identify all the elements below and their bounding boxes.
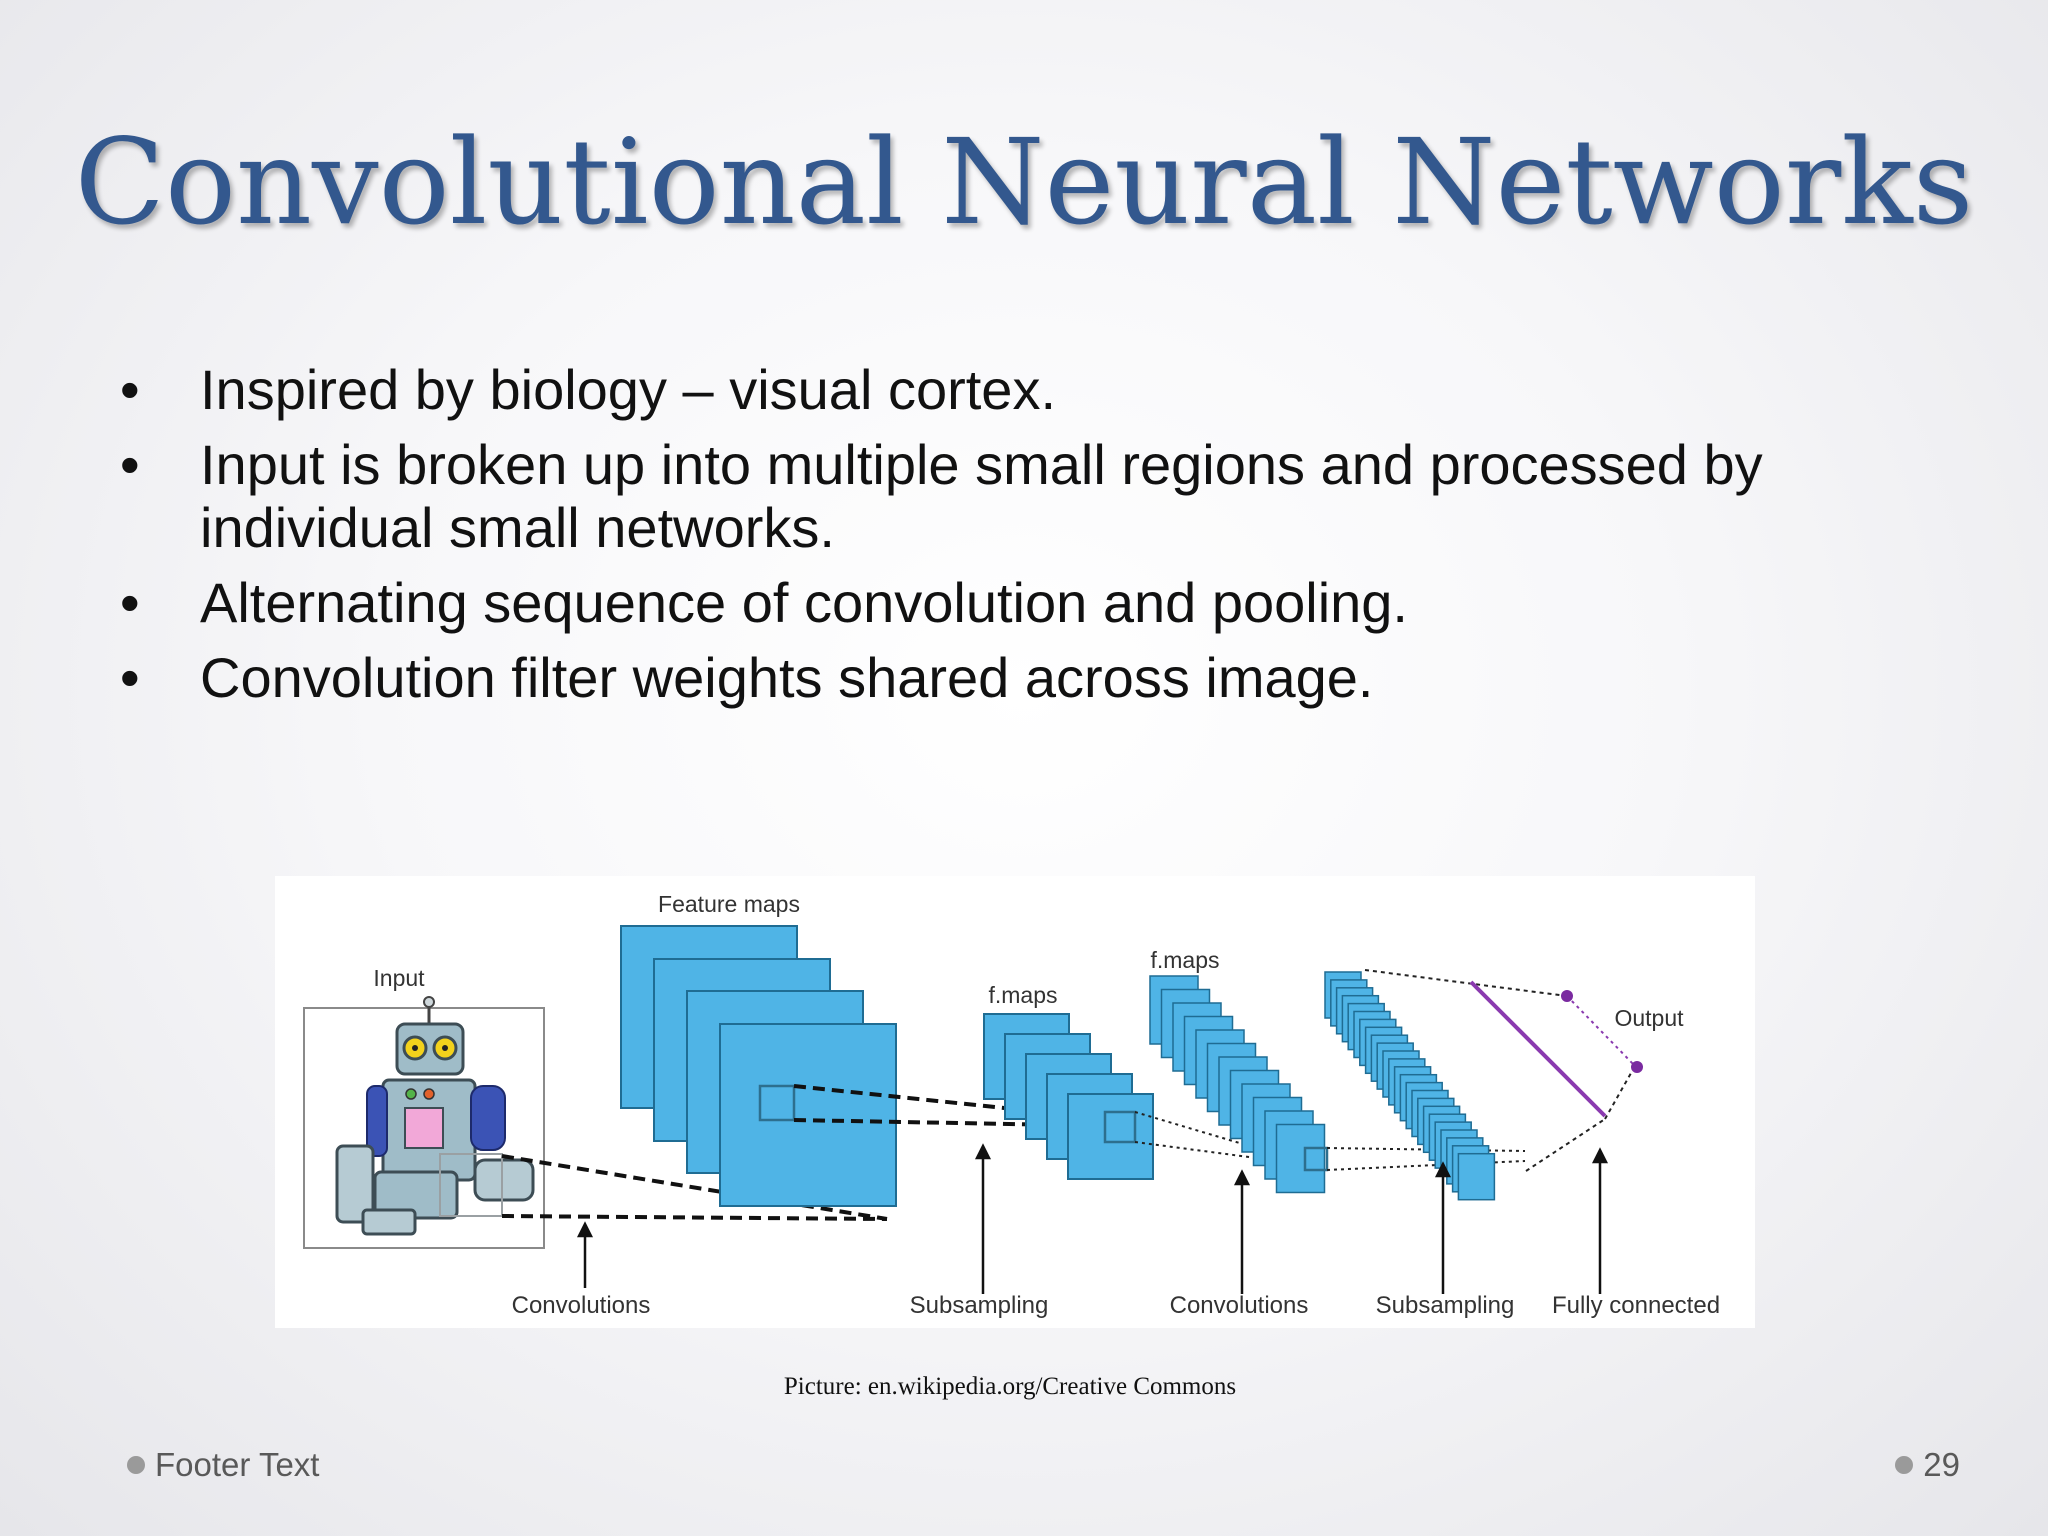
bullet-item: • Convolution filter weights shared acros… [120, 646, 1950, 709]
output-label: Output [1614, 1005, 1684, 1031]
bullet-dot: • [120, 571, 140, 634]
bullet-item: • Input is broken up into multiple small … [120, 433, 1950, 559]
feature-maps-stack [620, 925, 897, 1207]
bullet-text: Input is broken up into multiple small r… [200, 433, 1763, 559]
stage-arrows [576, 1143, 1609, 1294]
feature-maps-label: Feature maps [658, 891, 800, 917]
robot-icon [335, 996, 535, 1236]
bullet-item: • Alternating sequence of convolution and… [120, 571, 1950, 634]
footer-text: Footer Text [155, 1446, 320, 1483]
fully-connected-layer [1469, 980, 1607, 1118]
bullet-list: • Inspired by biology – visual cortex. • I… [120, 358, 1950, 721]
page-number: 29 [1895, 1446, 1960, 1484]
fmaps-label-2: f.maps [1150, 947, 1219, 973]
bullet-item: • Inspired by biology – visual cortex. [120, 358, 1950, 421]
stage-label: Convolutions [1170, 1292, 1309, 1319]
bullet-text: Inspired by biology – visual cortex. [200, 358, 1056, 421]
footer: Footer Text [127, 1446, 319, 1484]
page-number-text: 29 [1923, 1446, 1960, 1483]
fmaps-stack-2 [1149, 975, 1326, 1194]
slide-title: Convolutional Neural Networks [74, 113, 1974, 251]
input-receptive-field [439, 1153, 503, 1217]
feature-map-square [1457, 1152, 1496, 1201]
subsampled-layer-stack [1324, 971, 1496, 1201]
stage-label: Subsampling [1376, 1292, 1515, 1319]
bullet-text: Alternating sequence of convolution and … [200, 571, 1408, 634]
page-number-bullet-icon [1895, 1456, 1914, 1474]
image-caption: Picture: en.wikipedia.org/Creative Commo… [783, 1373, 1237, 1400]
stage-label: Subsampling [910, 1292, 1049, 1319]
bullet-dot: • [120, 358, 140, 421]
input-label: Input [373, 965, 425, 991]
bullet-text: Convolution filter weights shared across… [200, 646, 1374, 709]
footer-bullet-icon [127, 1456, 145, 1474]
output-node [1561, 990, 1573, 1002]
cnn-diagram: Input Feature maps f.maps f.maps Output … [275, 876, 1755, 1328]
feature-map-square [1275, 1123, 1326, 1194]
cnn-diagram-svg: Input Feature maps f.maps f.maps Output … [303, 891, 1720, 1319]
stage-label: Convolutions [512, 1292, 651, 1319]
stage-label: Fully connected [1552, 1292, 1720, 1319]
output-node [1631, 1061, 1643, 1073]
fmaps-label-1: f.maps [988, 982, 1057, 1008]
bullet-dot: • [120, 433, 140, 496]
fmaps-stack-1 [983, 1013, 1154, 1180]
bullet-dot: • [120, 646, 140, 709]
